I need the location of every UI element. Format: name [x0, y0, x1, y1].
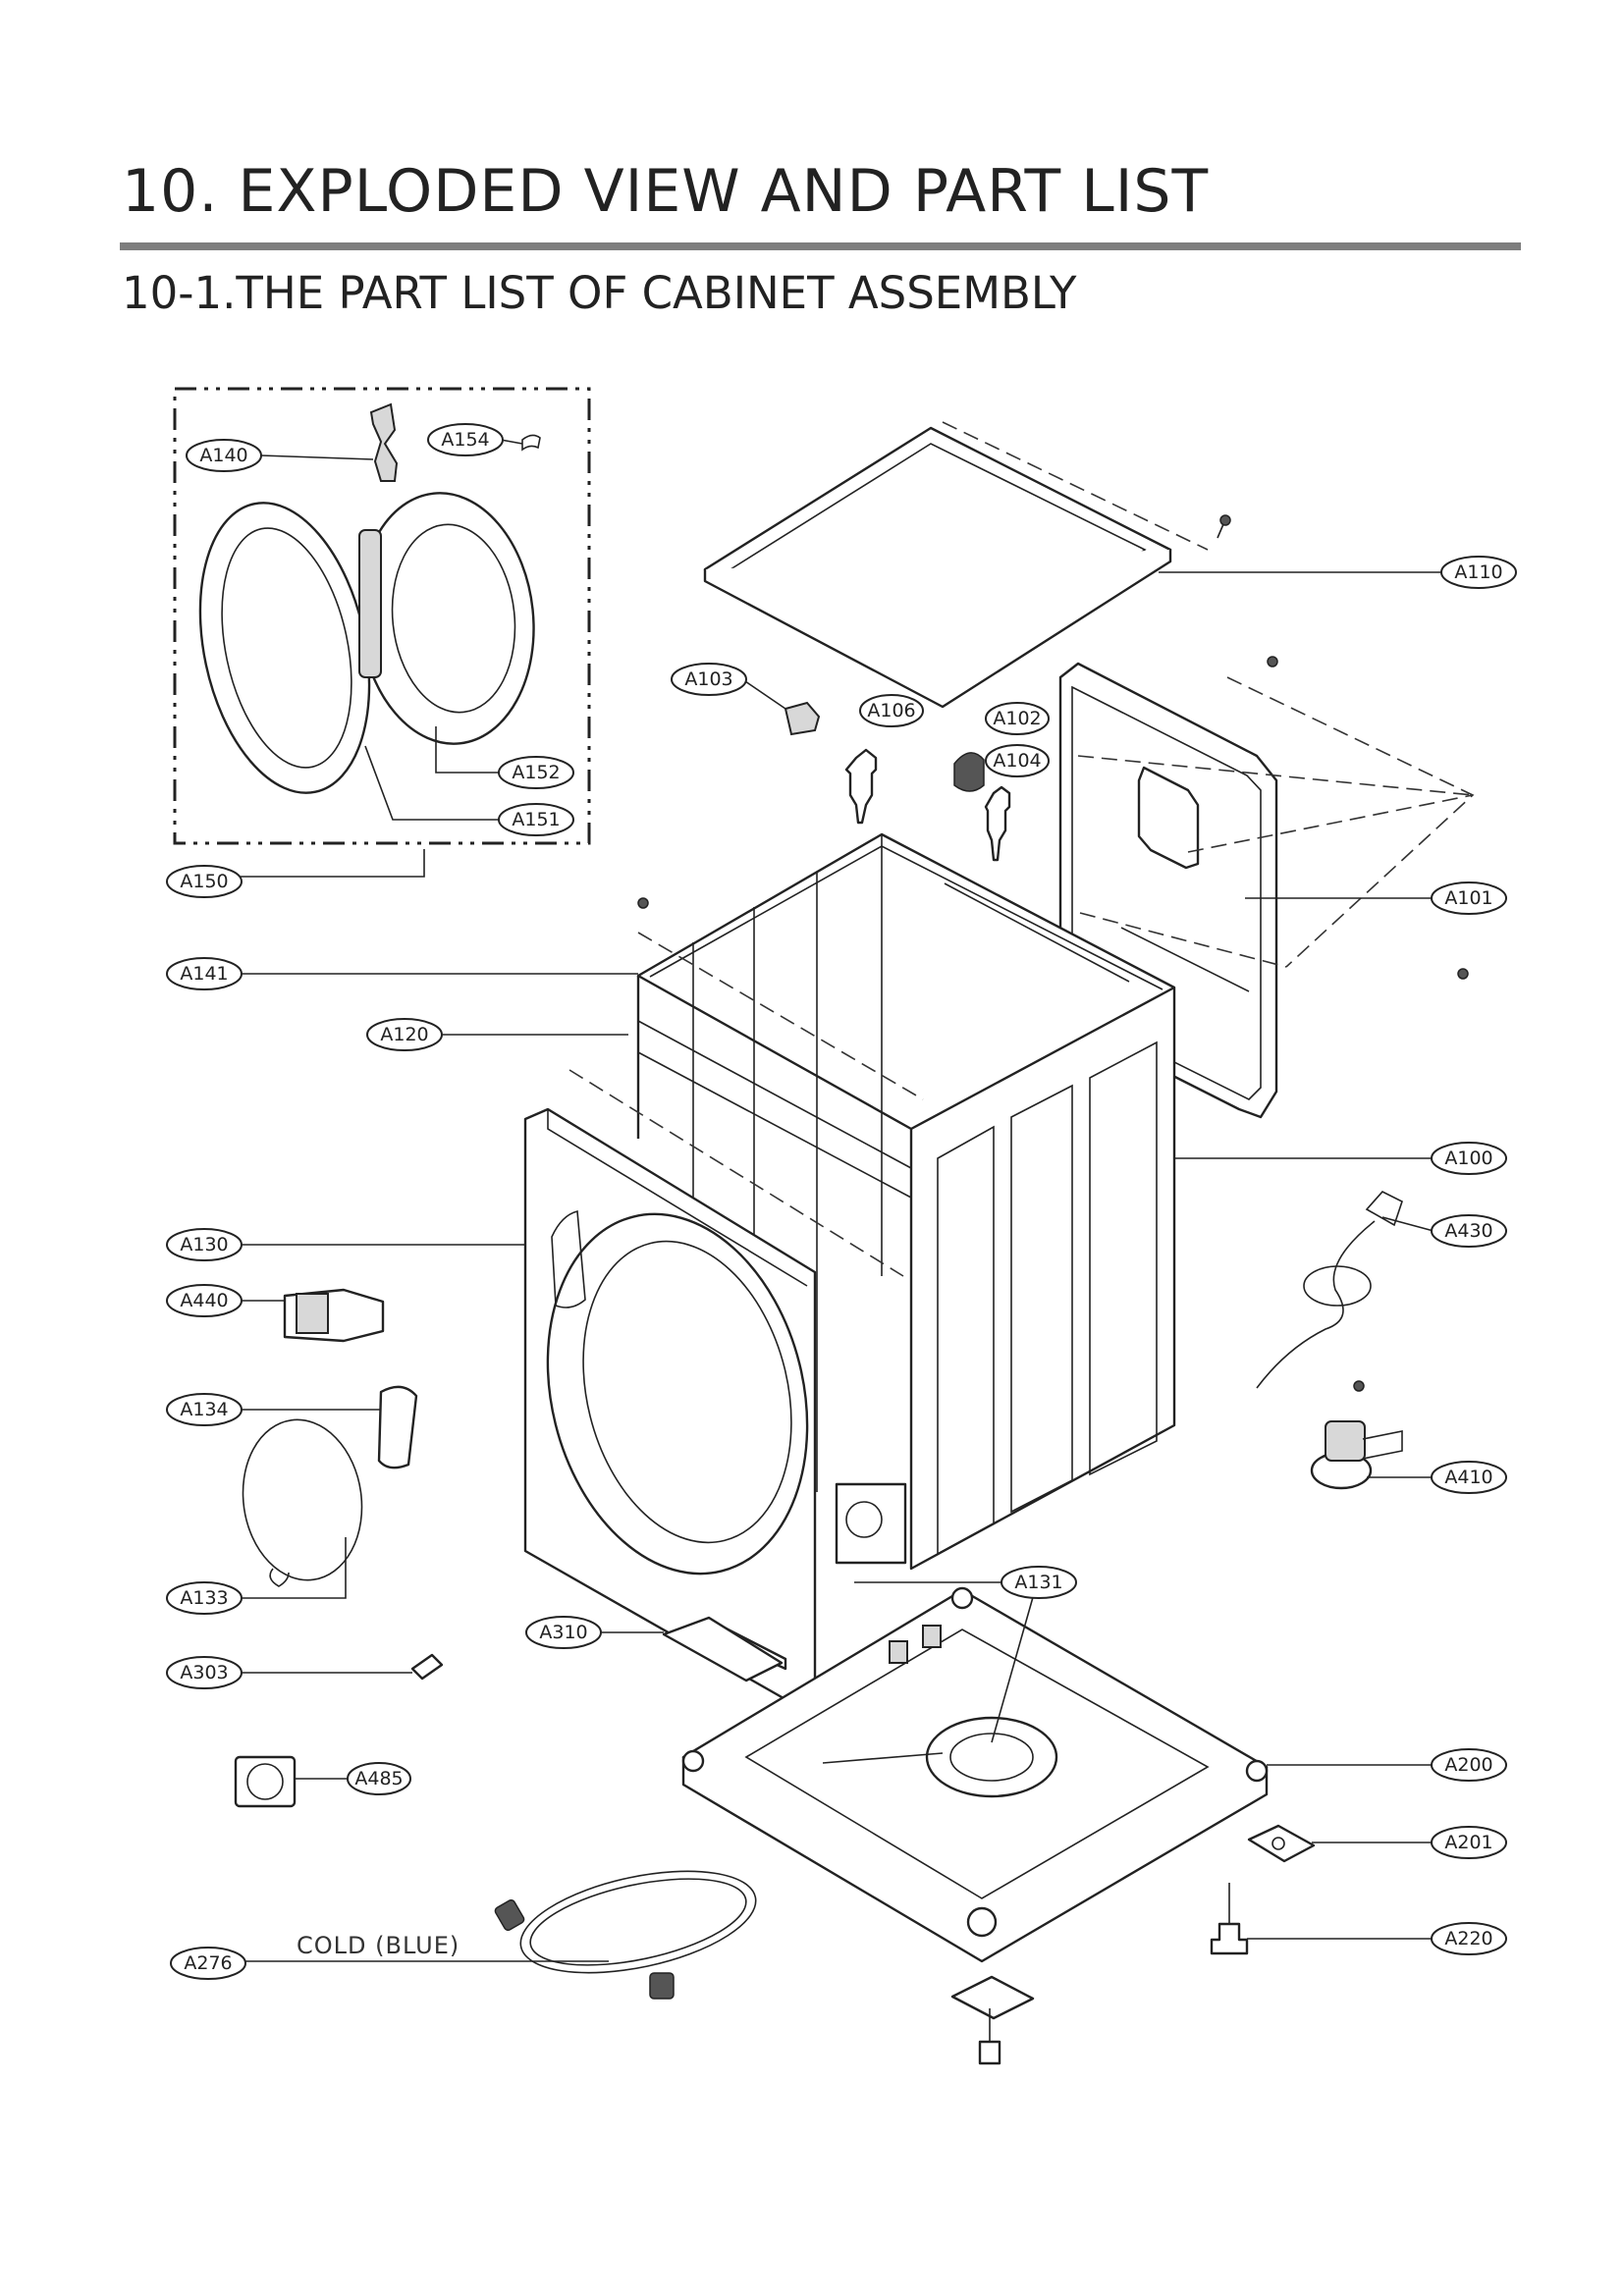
- svg-text:A130: A130: [180, 1234, 228, 1255]
- page-title: 10. EXPLODED VIEW AND PART LIST: [122, 157, 1210, 226]
- callout-a103: A103: [671, 663, 747, 696]
- svg-text:A151: A151: [512, 809, 560, 830]
- svg-text:A150: A150: [180, 871, 228, 892]
- callout-a430: A430: [1431, 1214, 1507, 1248]
- callout-a101: A101: [1431, 881, 1507, 915]
- callout-a303: A303: [166, 1656, 243, 1689]
- svg-text:A141: A141: [180, 963, 228, 985]
- cold-blue-annotation: COLD (BLUE): [297, 1932, 460, 1959]
- callout-a102: A102: [985, 702, 1050, 735]
- callout-a130: A130: [166, 1228, 243, 1261]
- callout-a152: A152: [498, 756, 574, 789]
- svg-text:A410: A410: [1444, 1467, 1492, 1488]
- callout-a151: A151: [498, 803, 574, 836]
- callout-a440: A440: [166, 1284, 243, 1317]
- svg-text:A103: A103: [684, 668, 732, 690]
- svg-text:A303: A303: [180, 1662, 228, 1683]
- callout-a150: A150: [166, 865, 243, 898]
- top-plate: [703, 421, 1231, 709]
- callout-a485: A485: [347, 1762, 411, 1795]
- title-rule: [120, 242, 1521, 250]
- svg-text:A110: A110: [1454, 561, 1502, 583]
- callout-a410: A410: [1431, 1461, 1507, 1494]
- svg-text:A101: A101: [1444, 887, 1492, 909]
- svg-text:A430: A430: [1444, 1220, 1492, 1242]
- callout-a134: A134: [166, 1393, 243, 1426]
- callout-a120: A120: [366, 1018, 443, 1051]
- svg-text:A131: A131: [1014, 1572, 1062, 1593]
- callout-a200: A200: [1431, 1748, 1507, 1782]
- svg-text:A100: A100: [1444, 1148, 1492, 1169]
- callout-a104: A104: [985, 744, 1050, 777]
- svg-text:A440: A440: [180, 1290, 228, 1311]
- callout-a141: A141: [166, 957, 243, 990]
- svg-text:A276: A276: [184, 1952, 232, 1974]
- svg-text:A154: A154: [441, 429, 489, 451]
- callout-a106: A106: [859, 694, 924, 727]
- callout-a276: A276: [170, 1947, 246, 1980]
- callout-a110: A110: [1440, 556, 1517, 589]
- svg-text:A152: A152: [512, 762, 560, 783]
- leader-lines: [236, 439, 1443, 1962]
- callout-a140: A140: [186, 439, 262, 472]
- svg-text:A134: A134: [180, 1399, 228, 1420]
- callout-a310: A310: [525, 1616, 602, 1649]
- front-panel: [523, 1107, 817, 1704]
- svg-text:A200: A200: [1444, 1754, 1492, 1776]
- svg-text:A106: A106: [867, 700, 915, 721]
- svg-text:A102: A102: [993, 708, 1041, 729]
- svg-text:A104: A104: [993, 750, 1041, 772]
- svg-text:A133: A133: [180, 1587, 228, 1609]
- callout-a100: A100: [1431, 1142, 1507, 1175]
- misc-parts-right: [950, 1191, 1403, 2065]
- misc-parts-left: [234, 1288, 757, 2000]
- door-assembly-group: [173, 387, 591, 878]
- section-title: 10-1.THE PART LIST OF CABINET ASSEMBLY: [122, 267, 1077, 319]
- callout-a133: A133: [166, 1581, 243, 1615]
- callout-a220: A220: [1431, 1922, 1507, 1955]
- svg-text:A120: A120: [380, 1024, 428, 1045]
- base-assembly: [681, 1586, 1269, 1963]
- svg-text:A220: A220: [1444, 1928, 1492, 1949]
- svg-text:A140: A140: [199, 445, 247, 466]
- callout-a131: A131: [1001, 1566, 1077, 1599]
- callout-a201: A201: [1431, 1826, 1507, 1859]
- svg-text:A201: A201: [1444, 1832, 1492, 1853]
- small-parts-top: [784, 701, 1011, 862]
- callout-a154: A154: [427, 423, 504, 456]
- svg-text:A485: A485: [354, 1768, 403, 1789]
- svg-text:A310: A310: [539, 1622, 587, 1643]
